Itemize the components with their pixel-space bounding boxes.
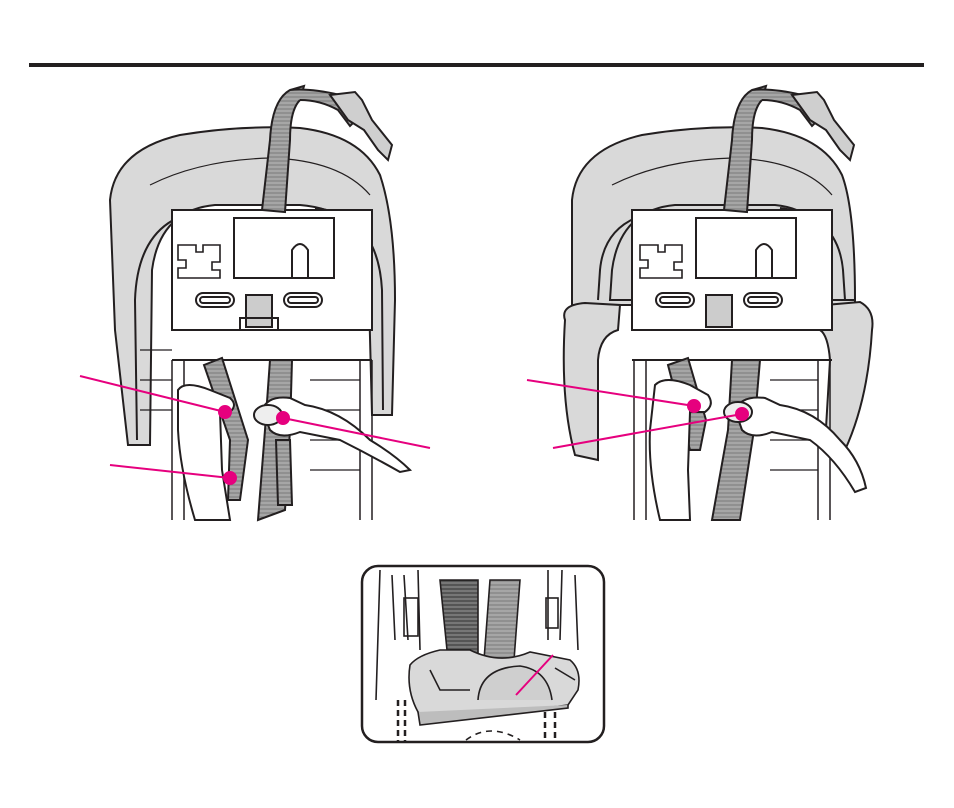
callout-dot-3 (277, 412, 289, 424)
callouts-right (527, 380, 748, 448)
callout-dot-1 (219, 406, 231, 418)
seat-rear-view-right (564, 86, 873, 520)
harness-strap-right-right (712, 360, 760, 520)
inset-strap-right (484, 580, 520, 668)
callout-dot-5 (736, 408, 748, 420)
callout-dot-2 (224, 472, 236, 484)
detail-inset (362, 566, 604, 742)
callout-dot-4 (688, 400, 700, 412)
seat-rear-view-left (110, 86, 410, 520)
